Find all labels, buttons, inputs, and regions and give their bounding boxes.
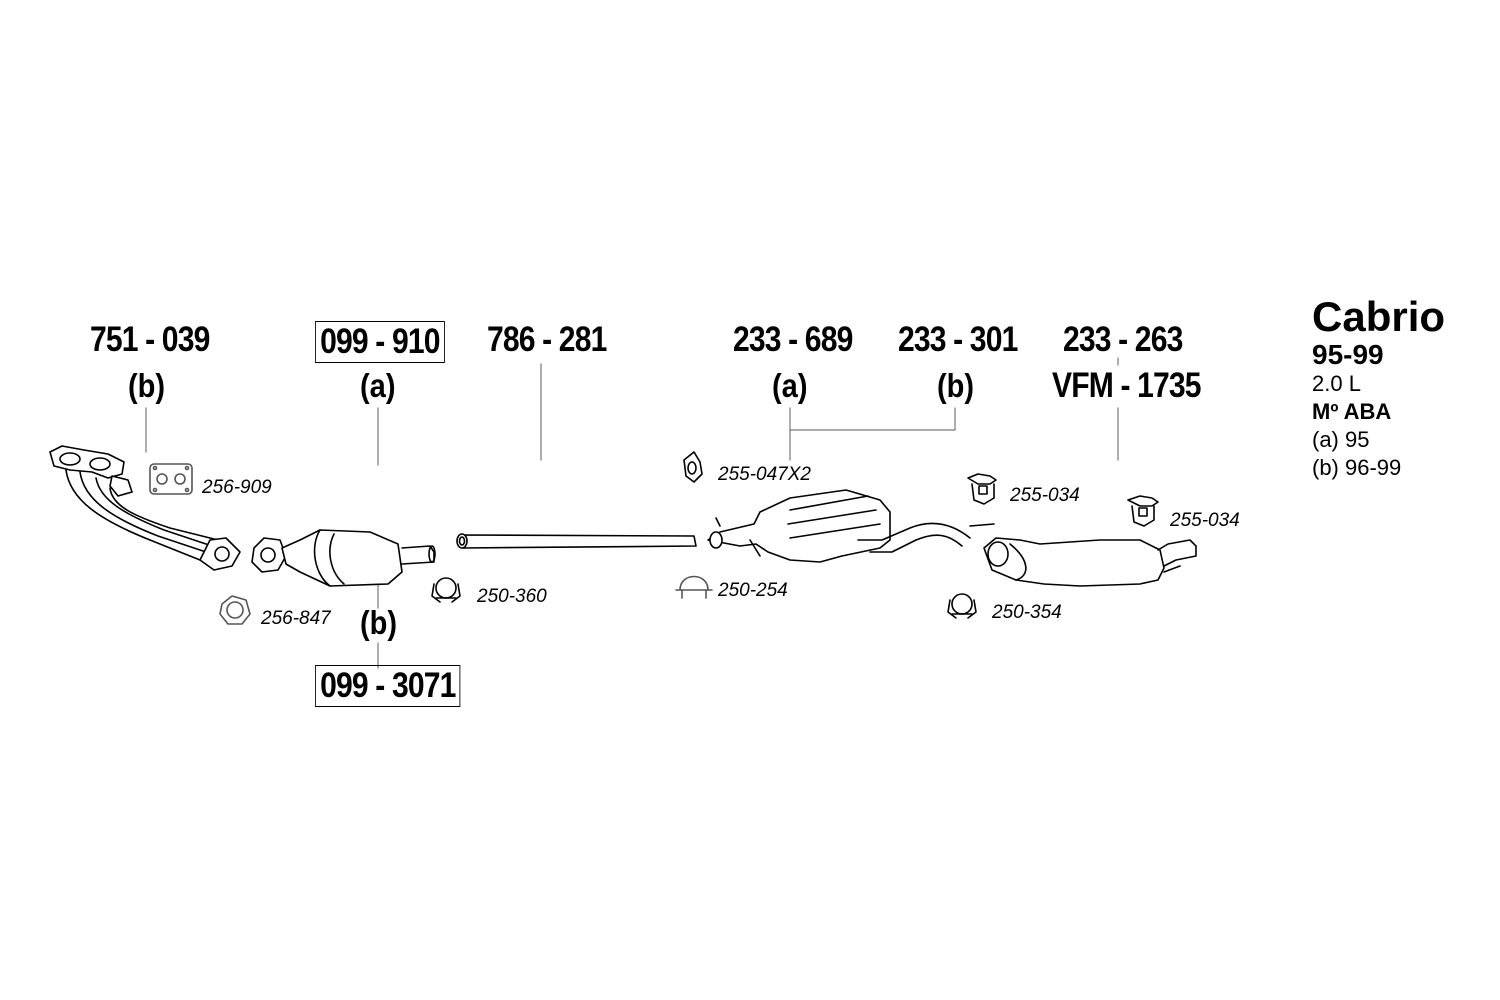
alt-part-number-rear-muffler: VFM - 1735	[1052, 366, 1202, 405]
accessory-label-clamp-catalyst: 250-360	[477, 586, 547, 607]
clamp-catalyst-drawing	[431, 577, 461, 603]
accessory-label-clamp-rear: 250-354	[992, 602, 1062, 623]
engine-code: Mº ABA	[1312, 399, 1392, 424]
hanger-center-drawing	[683, 451, 703, 483]
variant-label-catalyst-b: (b)	[360, 604, 398, 641]
part-number-rear-muffler: 233 - 263	[1063, 320, 1183, 359]
part-number-intermediate-pipe: 786 - 281	[487, 320, 607, 359]
leader-lines	[145, 357, 1119, 669]
accessory-label-clamp-center: 250-254	[718, 580, 788, 601]
engine-displacement: 2.0 L	[1312, 371, 1361, 396]
exhaust-manifold	[49, 445, 241, 571]
part-number-manifold: 751 - 039	[90, 320, 210, 359]
catalytic-converter	[251, 529, 436, 587]
variant-label-manifold: (b)	[128, 367, 166, 404]
vehicle-model: Cabrio	[1312, 293, 1446, 340]
gasket-flange-drawing	[219, 595, 251, 625]
variant-label-center-muffler-b: (b)	[937, 367, 975, 404]
part-number-center-muffler-a: 233 - 689	[733, 320, 853, 359]
variant-note-a: (a) 95	[1312, 427, 1370, 452]
hanger-rear-1-drawing	[967, 473, 997, 505]
variant-note-b: (b) 96-99	[1312, 455, 1402, 480]
intermediate-pipe	[456, 533, 697, 549]
part-number-catalyst-b: 099 - 3071	[315, 665, 461, 707]
center-muffler	[707, 489, 971, 563]
accessory-label-hanger-rear-2: 255-034	[1170, 510, 1240, 531]
vehicle-info: Cabrio 95-99 2.0 L Mº ABA (a) 95 (b) 96-…	[1312, 296, 1445, 482]
gasket-manifold-drawing	[149, 463, 193, 495]
clamp-center-drawing	[675, 575, 713, 599]
part-number-center-muffler-b: 233 - 301	[898, 320, 1018, 359]
variant-label-catalyst-a: (a)	[360, 367, 396, 404]
accessory-label-hanger-center: 255-047X2	[718, 464, 811, 485]
accessory-label-gasket-flange: 256-847	[261, 608, 331, 629]
clamp-rear-drawing	[947, 593, 977, 619]
part-number-catalyst-a: 099 - 910	[315, 321, 445, 363]
rear-muffler	[969, 523, 1197, 587]
hanger-rear-2-drawing	[1127, 495, 1159, 527]
accessory-label-hanger-rear-1: 255-034	[1010, 485, 1080, 506]
variant-label-center-muffler-a: (a)	[772, 367, 808, 404]
vehicle-years: 95-99	[1312, 339, 1384, 370]
accessory-label-gasket-manifold: 256-909	[202, 477, 272, 498]
